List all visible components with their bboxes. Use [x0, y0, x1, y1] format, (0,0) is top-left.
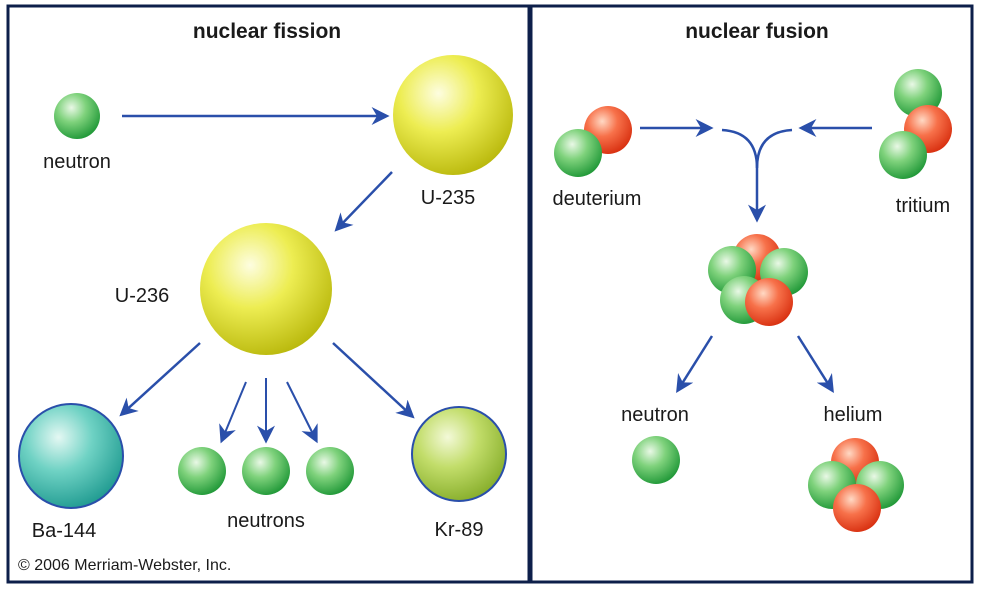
helium-proton-2 — [833, 484, 881, 532]
fission-neutron-3 — [306, 447, 354, 495]
arrow-to-helium — [796, 335, 834, 394]
fission-title: nuclear fission — [193, 20, 341, 43]
kr89-nucleus — [411, 406, 507, 502]
tritium-neutron-2 — [879, 131, 927, 179]
fused-nucleus — [708, 234, 808, 326]
outer-frame — [6, 4, 974, 584]
fission-neutron-1 — [178, 447, 226, 495]
u235-label: U-235 — [421, 187, 475, 209]
tritium-label: tritium — [896, 195, 950, 217]
fission-panel: nuclear fission neutron U-235 U-236 Ba-1… — [18, 20, 513, 574]
fused-proton-2 — [745, 278, 793, 326]
fusion-output-neutron — [632, 436, 680, 484]
fusion-neutron-label: neutron — [621, 404, 689, 426]
arrow-u236-to-ba144 — [119, 342, 201, 417]
deuterium-label: deuterium — [553, 188, 642, 210]
arrow-u236-to-neutron-3 — [286, 381, 318, 444]
incoming-neutron — [54, 93, 100, 139]
deuterium-neutron — [554, 129, 602, 177]
arrow-to-neutron — [676, 335, 714, 394]
fusion-title: nuclear fusion — [685, 20, 829, 43]
arrow-u236-to-neutron-1 — [219, 381, 247, 444]
u235-nucleus — [393, 55, 513, 175]
ba144-nucleus — [18, 403, 124, 509]
u236-nucleus — [200, 223, 332, 355]
tritium-nucleus — [879, 69, 952, 179]
u236-label: U-236 — [115, 285, 169, 307]
neutrons-label: neutrons — [227, 510, 305, 532]
copyright-text: © 2006 Merriam-Webster, Inc. — [18, 557, 231, 574]
helium-nucleus — [808, 438, 904, 532]
neutron-label: neutron — [43, 151, 111, 173]
fusion-panel: nuclear fusion deuterium tritium — [553, 20, 952, 532]
kr89-label: Kr-89 — [435, 519, 484, 541]
helium-label: helium — [824, 404, 883, 426]
tritium-neutron-1 — [894, 69, 942, 117]
deuterium-nucleus — [554, 106, 632, 177]
arrow-u236-to-kr89 — [332, 342, 415, 419]
arrow-u235-to-u236 — [334, 171, 393, 232]
ba144-label: Ba-144 — [32, 520, 97, 542]
fission-neutron-2 — [242, 447, 290, 495]
